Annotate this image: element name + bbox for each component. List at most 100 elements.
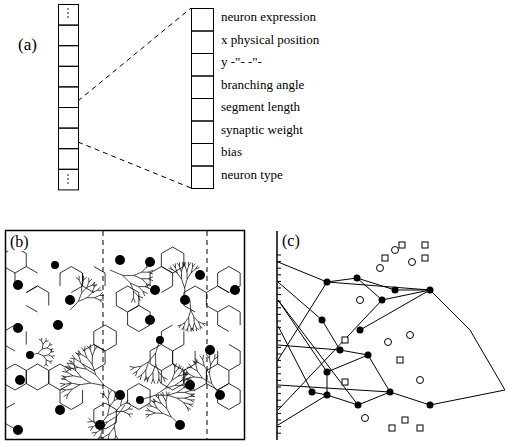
dendrite-segment	[94, 403, 105, 410]
active-neuron	[357, 327, 364, 334]
input-tick	[277, 373, 281, 374]
dendrite-segment	[145, 285, 150, 287]
dendrite-segment	[72, 383, 80, 385]
neuron-soma	[180, 295, 190, 305]
dendrite-segment	[38, 384, 49, 391]
dendrite-segment	[174, 363, 175, 367]
dendrite-segment	[81, 363, 86, 370]
dendrite-segment	[42, 344, 44, 349]
dendrite-segment	[81, 377, 90, 383]
dendrite-segment	[43, 341, 46, 344]
dendrite-segment	[202, 355, 204, 360]
inactive-neuron	[385, 339, 392, 346]
dendrite-segment	[41, 341, 43, 344]
dendrite-segment	[83, 286, 94, 293]
field-label: synaptic weight	[221, 123, 303, 137]
dendrite-segment	[157, 408, 162, 413]
dendrite-segment	[123, 412, 128, 414]
synapse-line	[358, 392, 390, 405]
dendrite-segment	[209, 358, 211, 364]
synapse-line	[430, 290, 470, 330]
dendrite-segment	[46, 360, 49, 361]
dendrite-segment	[46, 340, 49, 342]
dendrite-segment	[97, 290, 101, 291]
input-tick	[277, 367, 281, 368]
dendrite-segment	[82, 280, 84, 285]
dendrite-segment	[181, 266, 183, 271]
active-neuron	[387, 389, 394, 396]
dendrite-segment	[202, 324, 205, 327]
dendrite-segment	[126, 403, 130, 404]
dendrite-segment	[131, 298, 133, 303]
dendrite-segment	[116, 306, 127, 313]
dendrite-segment	[93, 332, 94, 345]
dendrite-segment	[182, 263, 185, 267]
dendrite-segment	[182, 369, 186, 372]
dendrite-segment	[76, 352, 79, 356]
dendrite-segment	[183, 254, 184, 267]
dendrite-segment	[175, 268, 177, 273]
neuron-soma	[136, 396, 144, 404]
dendrite-segment	[71, 403, 82, 410]
dendrite-segment	[161, 364, 172, 371]
dendrite-segment	[206, 371, 207, 384]
dendrite-segment	[185, 317, 189, 322]
dendrite-segment	[109, 390, 112, 393]
input-tick	[277, 268, 281, 269]
dendrite-segment	[181, 327, 183, 330]
dendrite-segment	[87, 358, 92, 365]
dendrite-segment	[92, 290, 97, 292]
dendrite-segment	[143, 291, 145, 296]
gene-field-cell	[192, 99, 214, 122]
dendrite-segment	[93, 410, 94, 423]
dendrite-segment	[181, 322, 185, 325]
dendrite-segment	[206, 293, 207, 306]
neuron-soma	[145, 257, 155, 267]
dendrite-segment	[110, 270, 123, 275]
genome-column	[59, 5, 79, 190]
input-tick	[277, 400, 281, 401]
dendrite-segment	[26, 384, 37, 391]
dendrite-segment	[88, 426, 93, 428]
dendrite-segment	[170, 266, 173, 270]
dendrite-segment	[150, 413, 155, 415]
dendrite-segment	[150, 345, 161, 352]
dendrite-segment	[98, 435, 101, 439]
active-neuron	[354, 275, 361, 282]
dendrite-segment	[6, 384, 15, 391]
dendrite-segment	[84, 346, 85, 351]
dendrite-segment	[188, 377, 194, 379]
neuron-soma	[65, 295, 75, 305]
dendrite-segment	[116, 293, 117, 306]
dendrite-segment	[60, 267, 71, 274]
dendrite-segment	[194, 317, 198, 321]
dendrite-segment	[49, 364, 60, 371]
dendrite-segment	[189, 404, 193, 407]
dendrite-segment	[104, 395, 108, 399]
dendrite-segment	[203, 360, 205, 366]
dendrite-segment	[185, 396, 191, 398]
dendrite-segment	[185, 374, 189, 377]
dendrite-segment	[158, 394, 160, 398]
dendrite-segment	[131, 283, 134, 291]
dendrite-segment	[159, 372, 163, 377]
dendrite-segment	[142, 272, 149, 273]
dendrite-segment	[138, 287, 143, 292]
dendrite-segment	[135, 366, 142, 367]
dendrite-segment	[130, 367, 134, 370]
dendrite-segment	[120, 403, 125, 405]
dendrite-segment	[197, 371, 202, 378]
dendrite-segment	[52, 356, 54, 358]
dendrite-segment	[89, 279, 92, 282]
dendrite-segment	[105, 345, 116, 352]
gene-field-cell	[192, 9, 214, 32]
active-neuron	[337, 347, 344, 354]
dendrite-segment	[128, 409, 132, 410]
active-neuron	[324, 279, 331, 286]
dendrite-segment	[85, 351, 87, 357]
dendrite-segment	[47, 348, 50, 349]
dendrite-segment	[161, 254, 162, 267]
output-neuron	[342, 379, 348, 385]
dendrite-segment	[177, 398, 183, 402]
dendrite-segment	[153, 379, 155, 384]
